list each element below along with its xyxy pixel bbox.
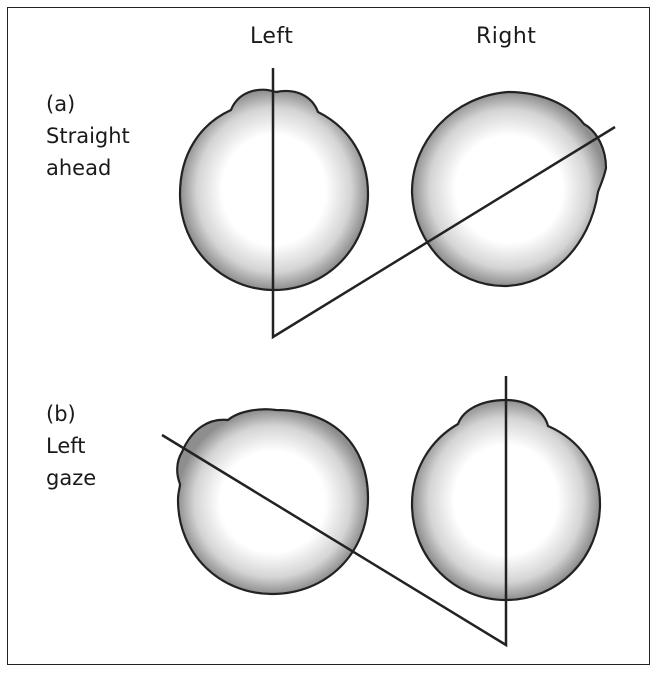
row-label-a-line2: ahead <box>46 156 112 180</box>
sightline-straight <box>271 68 616 340</box>
row-label-b-line2: gaze <box>46 466 97 490</box>
column-label-left: Left <box>250 24 294 49</box>
row-label-a: (a) Straight ahead <box>46 88 130 184</box>
row-label-b-line1: Left <box>46 434 86 458</box>
column-label-right: Right <box>476 24 537 49</box>
figure-frame <box>7 7 650 665</box>
eye-right-straight <box>410 90 608 288</box>
row-label-b-letter: (b) <box>46 402 76 426</box>
row-label-b: (b) Left gaze <box>46 398 96 494</box>
row-label-a-letter: (a) <box>46 92 76 116</box>
row-label-a-line1: Straight <box>46 124 130 148</box>
sightline-left-gaze <box>161 376 508 648</box>
